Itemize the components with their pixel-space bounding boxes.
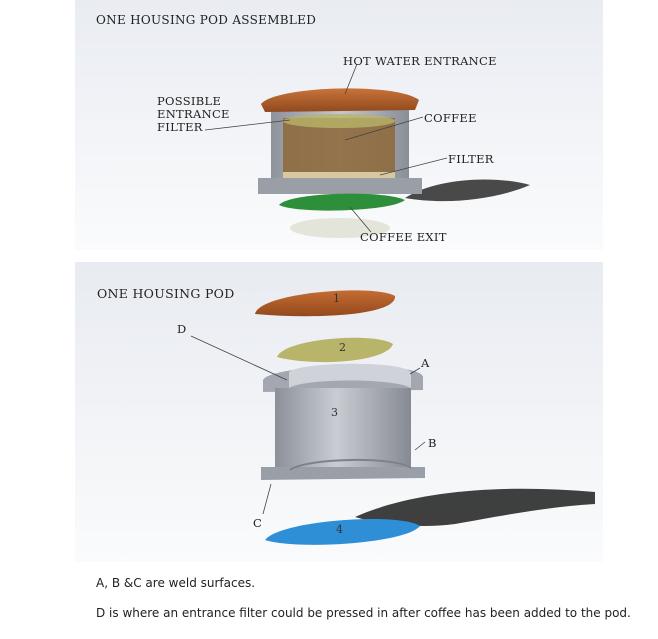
hot-water-lid xyxy=(261,88,419,112)
weld-label-a: A xyxy=(421,356,430,370)
leader-b xyxy=(414,441,426,451)
bottom-filter xyxy=(283,172,395,178)
housing-inner-rim xyxy=(289,363,411,388)
filter-label-d: D xyxy=(177,322,187,336)
pod-shadow xyxy=(405,179,530,202)
exploded-pod-title: ONE HOUSING POD xyxy=(97,286,235,301)
label-hot-water-entrance: HOT WATER ENTRANCE xyxy=(343,54,497,68)
housing-inner-base xyxy=(289,459,412,471)
assembled-pod-title: ONE HOUSING POD ASSEMBLED xyxy=(96,13,317,27)
part-1-lid xyxy=(255,290,396,317)
part-label-1: 1 xyxy=(333,292,340,305)
leader-d xyxy=(190,335,288,381)
exploded-pod-illustration xyxy=(75,262,603,562)
leader-a xyxy=(409,367,421,375)
exploded-pod-panel: ONE HOUSING POD 1 2 3 4 A B C D xyxy=(75,262,603,562)
leader-coffee-exit xyxy=(349,206,372,233)
pod-shadow xyxy=(355,488,595,526)
label-filter: FILTER xyxy=(448,152,494,166)
weld-label-c: C xyxy=(253,516,263,530)
part-label-3: 3 xyxy=(331,406,338,419)
housing-base-flange xyxy=(258,178,422,194)
leader-c xyxy=(262,483,272,515)
pod-reflection xyxy=(290,218,390,238)
weld-note: A, B &C are weld surfaces. xyxy=(96,576,256,590)
leader-filter xyxy=(379,157,448,176)
label-coffee-exit: COFFEE EXIT xyxy=(360,230,447,244)
part-4-exit-disc xyxy=(265,518,420,545)
housing-bottom-flange xyxy=(261,467,425,480)
leader-coffee xyxy=(344,116,424,141)
leader-hot-water xyxy=(344,63,358,95)
part-label-4: 4 xyxy=(336,523,343,536)
part-label-2: 2 xyxy=(339,341,346,354)
coffee-exit-disc xyxy=(279,193,405,211)
label-possible-entrance-filter: POSSIBLE ENTRANCE FILTER xyxy=(157,94,230,134)
assembled-pod-illustration xyxy=(75,0,603,250)
entrance-filter-note: D is where an entrance filter could be p… xyxy=(96,606,631,620)
entrance-filter-disc xyxy=(283,114,395,128)
leader-entrance-filter xyxy=(204,119,291,131)
label-coffee: COFFEE xyxy=(424,111,477,125)
assembled-pod-panel: ONE HOUSING POD ASSEMBLED HOT WATER ENTR… xyxy=(75,0,603,250)
weld-label-b: B xyxy=(428,436,437,450)
part-2-filter-disc xyxy=(277,337,393,363)
